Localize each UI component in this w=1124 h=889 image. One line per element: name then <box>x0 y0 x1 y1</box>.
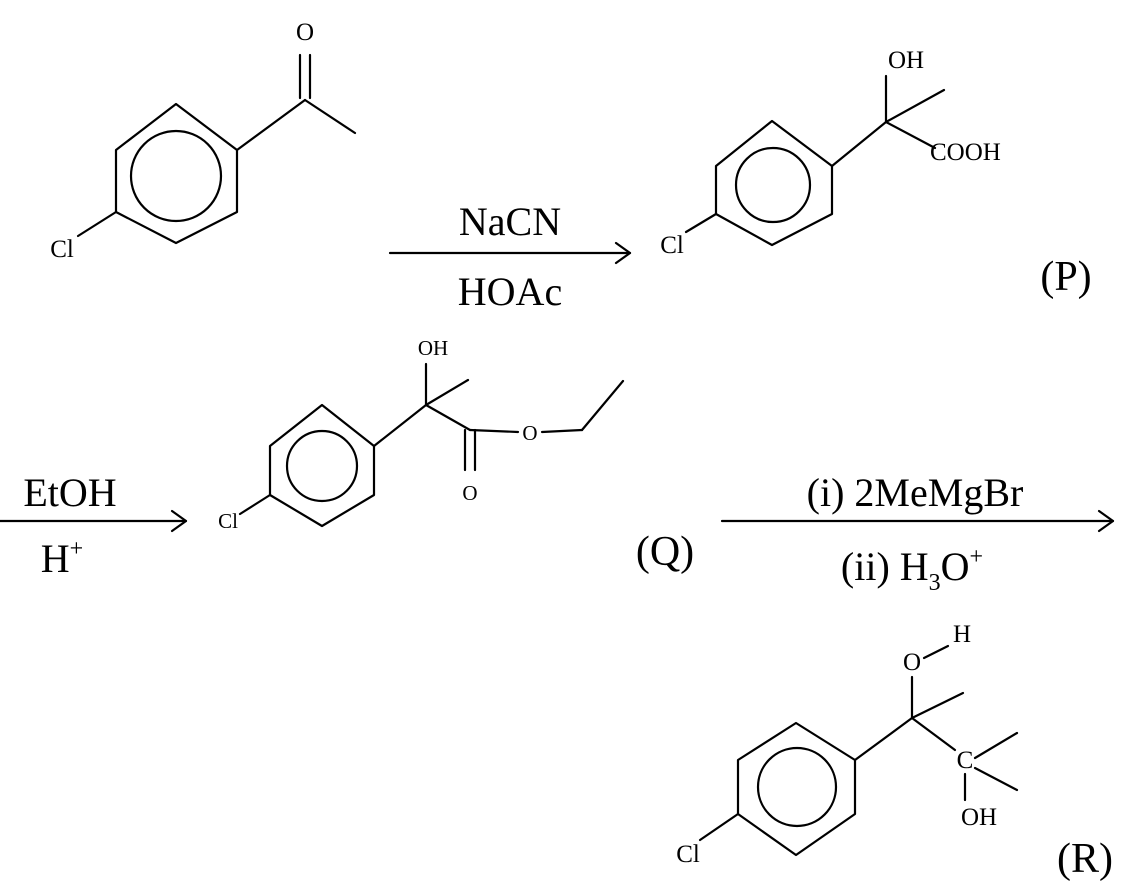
atom-o: O <box>903 649 921 676</box>
step2-arrow: EtOH H+ <box>0 470 188 581</box>
bond-ch2-ch3 <box>580 379 625 432</box>
atom-cl: Cl <box>218 509 238 533</box>
bond-o-h <box>922 644 950 660</box>
step3-arrow: (i) 2MeMgBr (ii) H3O+ <box>720 470 1115 596</box>
bond-ring-to-cl <box>698 812 740 842</box>
aromatic-circle <box>285 429 359 503</box>
benzene-ring <box>714 119 834 247</box>
atom-cl: Cl <box>50 236 74 263</box>
aromatic-circle <box>129 129 223 223</box>
bond-methyl <box>884 88 946 124</box>
reagent-etoh: EtOH <box>23 470 116 515</box>
arrow-head <box>170 509 188 533</box>
bond-ring-to-cl <box>76 210 118 238</box>
starting-material: O Cl <box>50 19 357 263</box>
reagent-hoac: HOAc <box>458 269 562 314</box>
arrow-head <box>614 241 632 265</box>
benzene-ring <box>268 403 376 528</box>
atom-cl: Cl <box>660 232 684 259</box>
bond-o-ch2 <box>540 428 584 434</box>
reagent-h3o-plus: (ii) H3O+ <box>841 544 983 596</box>
bond-methyl <box>424 378 470 407</box>
bond-ring-to-quaternary-c <box>830 120 888 168</box>
bond-ring-to-cl <box>684 212 718 234</box>
label-p: (P) <box>1040 254 1091 300</box>
bond-c-methyl-3 <box>973 766 1019 792</box>
benzene-ring <box>736 721 857 857</box>
bond-methyl-1 <box>910 691 965 720</box>
atom-oh: OH <box>888 47 924 74</box>
aromatic-circle <box>756 746 838 828</box>
atom-c: C <box>957 747 974 774</box>
bond-methyl <box>303 98 357 135</box>
atom-oh: OH <box>418 336 448 360</box>
atom-h: H <box>953 621 971 648</box>
atom-cooh: COOH <box>930 139 1001 166</box>
atom-oh: OH <box>961 804 997 831</box>
reagent-mebr: (i) 2MeMgBr <box>807 470 1024 515</box>
bond-ring-to-carbonyl <box>235 98 307 152</box>
label-r: (R) <box>1057 836 1113 882</box>
bond-c-c <box>910 716 957 752</box>
benzene-ring <box>114 102 239 245</box>
step1-arrow: NaCN HOAc <box>388 199 632 314</box>
product-p: OH COOH Cl (P) <box>660 47 1091 300</box>
bond-c-o-ester <box>468 428 520 434</box>
atom-o-carbonyl: O <box>462 481 477 505</box>
product-r: O H C OH Cl (R) <box>676 621 1113 882</box>
bond-to-ester-c <box>424 403 472 432</box>
product-q: OH O O Cl (Q) <box>218 336 694 575</box>
atom-o: O <box>296 19 314 46</box>
bond-ring-to-cl <box>238 493 272 516</box>
bond-cooh <box>884 120 937 150</box>
aromatic-circle <box>734 146 812 224</box>
arrow-head <box>1097 509 1115 533</box>
reagent-h-plus: H+ <box>41 536 83 581</box>
atom-o-ester: O <box>522 421 537 445</box>
bond-ring-to-quaternary-c <box>372 403 428 448</box>
atom-cl: Cl <box>676 841 700 868</box>
label-q: (Q) <box>636 529 694 575</box>
bond-ring-to-quaternary-c <box>853 716 914 762</box>
bond-c-methyl-2 <box>973 731 1019 760</box>
reagent-nacn: NaCN <box>459 199 561 244</box>
